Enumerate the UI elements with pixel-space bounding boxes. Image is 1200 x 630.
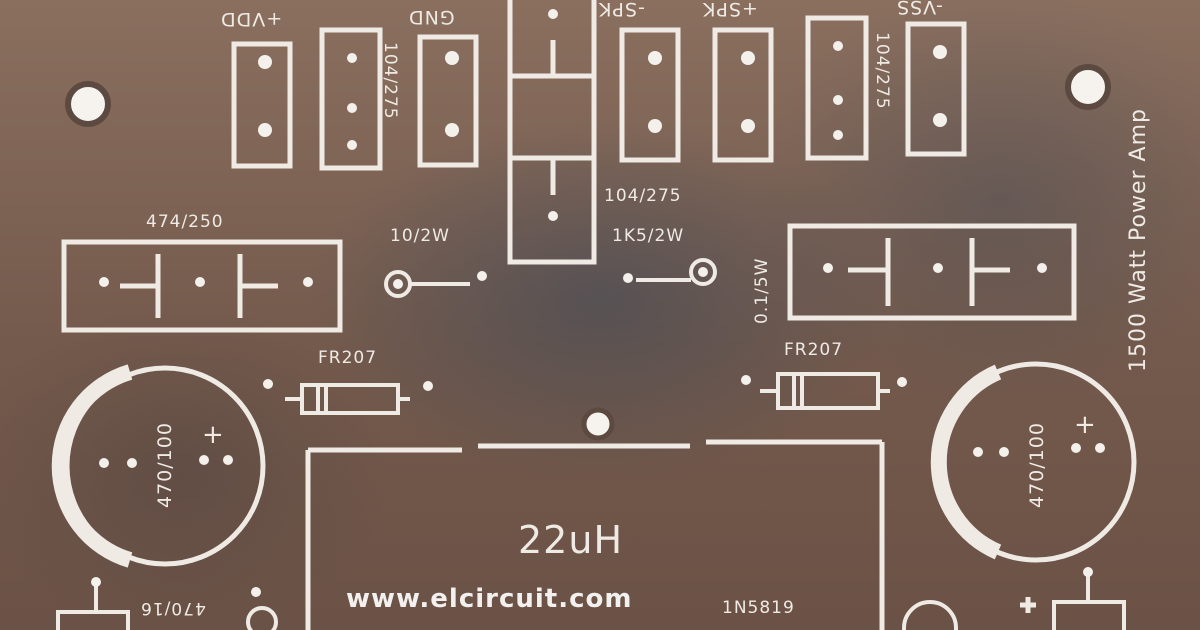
spk-neg-pad-1 [648, 51, 662, 65]
gnd-pad-1 [445, 51, 459, 65]
res-01-outline [787, 223, 1077, 321]
label-diode-schottky: 1N5819 [722, 598, 795, 618]
cap-474-pad-1 [99, 277, 109, 287]
diode-right-pad-2 [897, 377, 907, 387]
cap-a-outline [319, 27, 383, 171]
res-01-pad-2 [933, 263, 943, 273]
label-vss: -VSS [896, 0, 943, 18]
res-01-pad-1 [823, 263, 833, 273]
vdd-pad-1 [258, 55, 272, 69]
elcap-left-pad-4 [223, 455, 233, 465]
vdd-terminal-outline [231, 41, 293, 169]
spk-pos-pad-1 [741, 51, 755, 65]
mounting-hole-left [65, 81, 111, 127]
spk-neg-terminal-outline [619, 27, 681, 163]
small-pad-2 [251, 587, 261, 597]
spk-pos-terminal-outline [712, 27, 774, 163]
label-spk-pos: +SPK [702, 0, 758, 20]
small-component-bottom-left [56, 610, 130, 630]
label-gnd: GND [408, 6, 455, 28]
small-pad-3 [1083, 567, 1093, 577]
elcap-left-pad-2 [127, 458, 137, 468]
res-01-pad-3 [1037, 263, 1047, 273]
cap-474-pad-3 [303, 277, 313, 287]
label-cap-c: 104/275 [872, 32, 892, 110]
cap-a-pad-1 [347, 53, 357, 63]
res-1k5-pad-1 [698, 267, 708, 277]
label-elcap-right: 470/100 [1026, 422, 1048, 508]
spk-pos-pad-2 [741, 119, 755, 133]
gnd-terminal-outline [417, 34, 479, 168]
elcap-right-pad-1 [973, 447, 983, 457]
elcap-right-pad-2 [999, 447, 1009, 457]
small-cap-ring-right [902, 600, 958, 630]
res-10-pad-2 [477, 271, 487, 281]
mounting-hole-right [1065, 64, 1111, 110]
label-plus-right: + [1074, 410, 1097, 440]
cap-c-pad-2 [833, 95, 843, 105]
cap-a-pad-2 [347, 103, 357, 113]
elcap-left-polarity-band [51, 364, 133, 568]
spk-neg-pad-2 [648, 119, 662, 133]
center-pad-2 [548, 211, 558, 221]
label-cap-a: 104/275 [380, 42, 400, 120]
elcap-right-polarity-band [930, 364, 1002, 560]
label-cap-b: 104/275 [604, 186, 682, 206]
vss-pad-1 [933, 45, 947, 59]
gnd-pad-2 [445, 123, 459, 137]
label-elcap-left: 470/100 [154, 422, 176, 508]
label-inductor: 22uH [518, 518, 624, 562]
label-diode-left: FR207 [318, 348, 378, 368]
vss-pad-2 [933, 113, 947, 127]
res-1k5-pad-2 [623, 273, 633, 283]
label-vdd: +VDD [220, 8, 283, 30]
small-cap-ring [246, 606, 278, 630]
small-pad-1 [91, 577, 101, 587]
website-watermark: www.elcircuit.com [346, 584, 633, 614]
cap-474-pad-2 [195, 277, 205, 287]
elcap-left-pad-1 [99, 458, 109, 468]
cap-c-pad-1 [833, 41, 843, 51]
label-elcap-small: 470/16 [140, 598, 206, 618]
label-diode-right: FR207 [784, 340, 844, 360]
center-pad-1 [548, 9, 558, 19]
res-1k5-pad-ring [689, 258, 717, 286]
elcap-right-pad-4 [1095, 443, 1105, 453]
label-res-01: 0.1/5W [752, 257, 772, 324]
cap-c-outline [805, 15, 869, 161]
diode-left-pad-2 [423, 381, 433, 391]
label-spk-neg: -SPK [598, 0, 645, 20]
vss-terminal-outline [905, 21, 967, 157]
vdd-pad-2 [258, 123, 272, 137]
cap-a-pad-3 [347, 140, 357, 150]
elcap-right-pad-3 [1071, 443, 1081, 453]
mounting-hole-center [581, 407, 615, 441]
cap-c-pad-3 [833, 130, 843, 140]
label-plus-left: + [202, 420, 225, 450]
elcap-left-pad-3 [199, 455, 209, 465]
diode-left-pad-1 [263, 379, 273, 389]
center-component-outline [507, 0, 597, 265]
small-component-bottom-right [1052, 600, 1126, 630]
cap-474-outline [61, 239, 343, 333]
label-res-1k5: 1K5/2W [612, 226, 685, 246]
res-10-pad-1 [393, 279, 403, 289]
board-title: 1500 Watt Power Amp [1126, 107, 1151, 372]
label-res-10: 10/2W [390, 226, 450, 246]
label-cap-474: 474/250 [146, 212, 224, 232]
diode-right-pad-1 [741, 375, 751, 385]
